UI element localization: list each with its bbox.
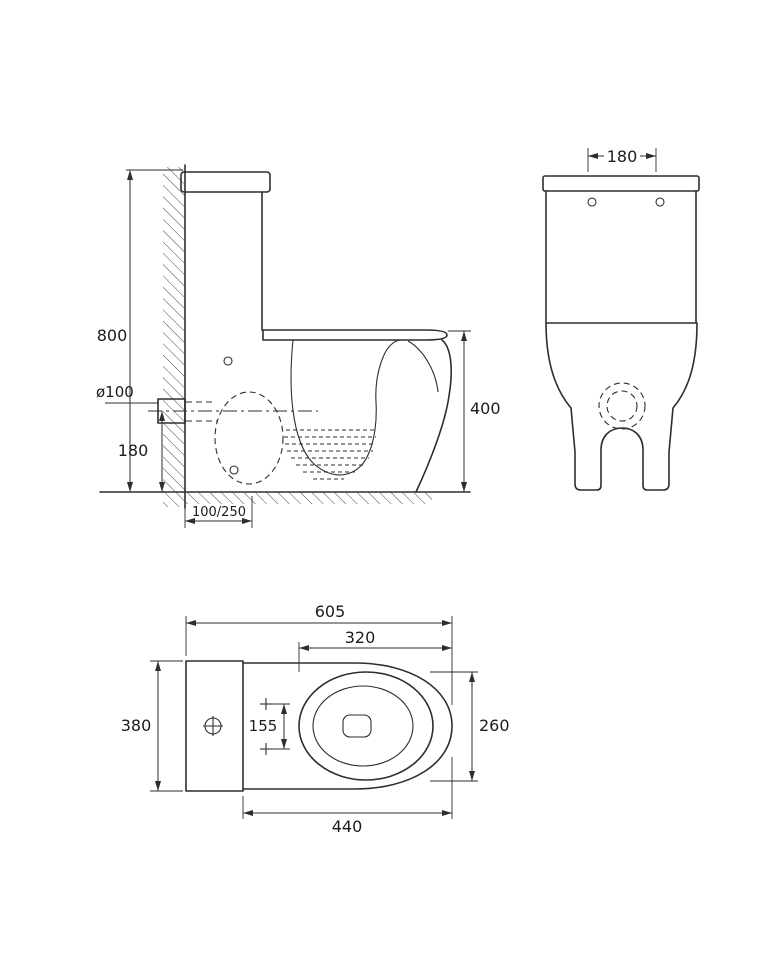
front-view: 180: [542, 147, 700, 491]
wall-hatch: [163, 167, 185, 507]
lid-screw-right: [655, 197, 665, 207]
seat-side-profile: [262, 329, 448, 341]
dim-seat-width: 260: [479, 716, 510, 735]
side-view: 800 400 180 ø100 100/250: [96, 164, 501, 528]
dim-seat-length: 320: [345, 628, 376, 647]
ground-hatch: [186, 492, 432, 504]
cistern-front: [545, 190, 697, 324]
cistern-plan: [185, 660, 244, 792]
bowl-front-profile: [415, 339, 452, 493]
bowl-plan-outline: [242, 662, 453, 790]
water-hatch: [284, 429, 376, 480]
dim-total-width: 380: [121, 716, 152, 735]
dim-bowl-height: 400: [470, 399, 501, 418]
trap-hidden-outline: [214, 391, 284, 485]
outlet-hidden-inner: [606, 390, 638, 422]
dim-rim-length: 440: [332, 817, 363, 836]
dim-total-length: 605: [315, 602, 346, 621]
dim-total-height: 800: [97, 326, 128, 345]
flush-opening: [342, 714, 372, 738]
seat-outer-oval: [298, 671, 434, 781]
dim-top-width: 180: [607, 147, 638, 166]
plan-view: 155 605 320 380 260 440: [121, 602, 510, 836]
lid-screw-left: [587, 197, 597, 207]
dim-outlet-height: 180: [118, 441, 149, 460]
bowl-inner-front: [407, 340, 439, 393]
dim-outlet-diameter: ø100: [96, 383, 134, 401]
outlet-hidden-outer: [598, 382, 646, 430]
bowl-inner-profile: [290, 339, 401, 476]
pedestal-outline: [545, 322, 698, 491]
seat-inner-oval: [312, 685, 414, 767]
dim-outlet-offset: 100/250: [192, 505, 246, 520]
trap-screw-cap: [229, 465, 239, 475]
body-screw-cap: [223, 356, 233, 366]
cistern-lid-front: [542, 175, 700, 192]
dim-hinge-spacing: 155: [249, 717, 278, 735]
valve-symbol: [203, 716, 223, 736]
cistern-lid-side: [180, 171, 271, 193]
